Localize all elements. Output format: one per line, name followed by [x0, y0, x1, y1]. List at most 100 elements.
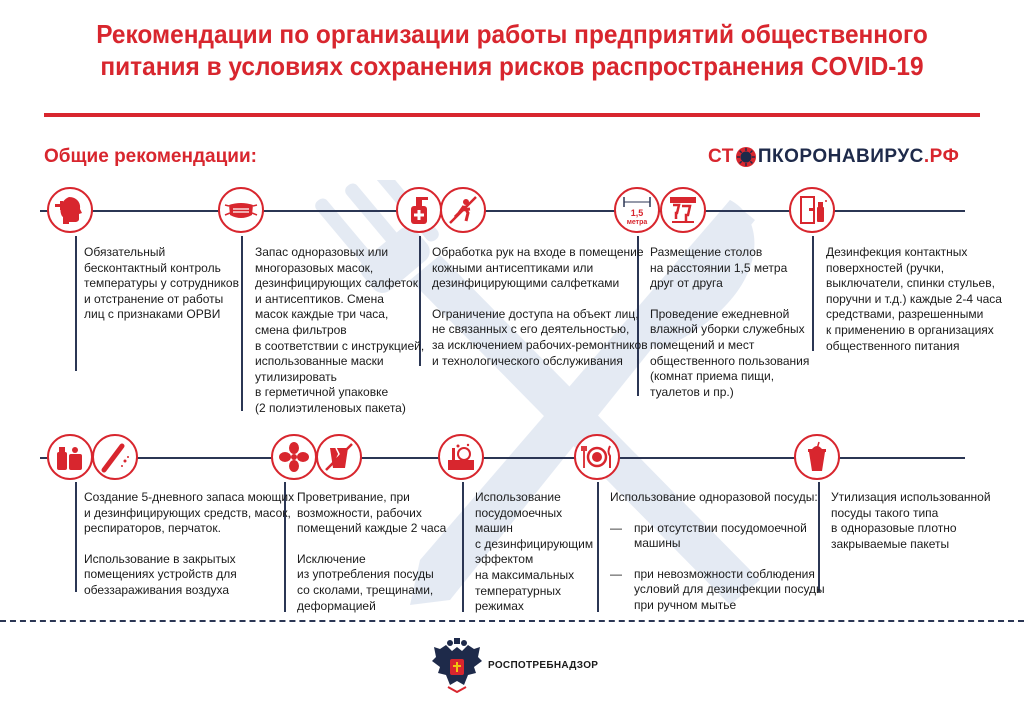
rec-ventilation: Проветривание, при возможности, рабочих … [297, 490, 446, 614]
line: при ручном мытье [634, 597, 737, 612]
paragraph: Обработка рук на входе в помещение кожны… [432, 245, 648, 292]
logo-part-3: .РФ [923, 146, 960, 167]
line: Обязательный [84, 245, 166, 259]
line: бесконтактный контроль [84, 260, 221, 275]
sanitizer-bottle-icon [396, 187, 442, 233]
line: утилизировать [255, 369, 337, 384]
paragraph: Дезинфекция контактных поверхностей (руч… [826, 245, 1002, 354]
title-underline [44, 113, 980, 117]
paragraph: Проветривание, при возможности, рабочих … [297, 490, 446, 537]
line: помещений и мест [650, 337, 755, 352]
title-line-1: Рекомендации по организации работы предп… [96, 19, 928, 49]
line: Использование [475, 490, 561, 504]
line: (комнат приема пищи, [650, 369, 775, 384]
paragraph: Размещение столов на расстоянии 1,5 метр… [650, 245, 809, 292]
connector [637, 236, 639, 396]
line: Обработка рук на входе в помещение [432, 245, 644, 259]
line: машин [475, 521, 513, 536]
no-entry-person-icon [440, 187, 486, 233]
line: дезинфицирующих салфеток [255, 276, 418, 291]
timeline-row-2 [40, 457, 965, 459]
dash-item: — при отсутствии посудомоечной машины [610, 521, 825, 552]
paragraph: Утилизация использованной посуды такого … [831, 490, 991, 552]
line: поверхностей (ручки, [826, 260, 945, 275]
connector [419, 236, 421, 366]
line: за исключением рабочих-ремонтников [432, 337, 648, 352]
line: многоразовых масок, [255, 260, 374, 275]
paragraph: Запас одноразовых или многоразовых масок… [255, 245, 424, 417]
glasses-table-icon [660, 187, 706, 233]
line: из употребления посуды [297, 567, 434, 582]
line: к применению в организациях [826, 322, 994, 337]
ventilation-fan-icon [271, 434, 317, 480]
connector [597, 482, 599, 612]
line: в соответствии с инструкцией, [255, 338, 425, 353]
uv-lamp-icon [92, 434, 138, 480]
line: посудомоечных [475, 505, 563, 520]
line: Проведение ежедневной [650, 306, 790, 321]
connector [818, 482, 820, 592]
line: поручни и т.д.) каждые 2-4 часа [826, 291, 1002, 306]
line: не связанных с его деятельностью, [432, 322, 630, 337]
line: Проветривание, при [297, 490, 410, 504]
line: деформацией [297, 598, 376, 613]
line: со сколами, трещинами, [297, 582, 434, 597]
line: условий для дезинфекции посуды [634, 582, 825, 597]
stopcoronavirus-logo[interactable]: СТ ПКОРОНАВИРУС .РФ [708, 146, 959, 168]
connector [75, 482, 77, 592]
line: обеззараживания воздуха [84, 582, 230, 597]
line: средствами, разрешенными [826, 307, 984, 322]
line: на расстоянии 1,5 метра [650, 260, 788, 275]
line: и технологического обслуживания [432, 353, 623, 368]
rec-temperature-control: Обязательный бесконтактный контроль темп… [84, 245, 239, 323]
section-title: Общие рекомендации: [44, 146, 257, 167]
dash-mark: — [610, 566, 622, 581]
line: Размещение столов [650, 245, 763, 259]
line: общественного питания [826, 338, 960, 353]
line: влажной уборки служебных [650, 322, 805, 337]
footer: РОСПОТРЕБНАДЗОР [430, 637, 598, 693]
distance-value: 1,5 [631, 208, 644, 218]
cleaning-supplies-icon [47, 434, 93, 480]
line: в одноразовые плотно [831, 521, 957, 536]
line: лиц с признаками ОРВИ [84, 307, 221, 322]
line: выключатели, спинки стульев, [826, 276, 995, 291]
line: масок каждые три часа, [255, 307, 389, 322]
rec-dishwashers: Использование посудомоечных машин с дези… [475, 490, 593, 615]
line: эффектом [475, 552, 534, 567]
line: туалетов и пр.) [650, 384, 734, 399]
face-mask-icon [218, 187, 264, 233]
line: температурных [475, 583, 561, 598]
paragraph: Использование посудомоечных машин с дези… [475, 490, 593, 615]
line: закрываемые пакеты [831, 536, 950, 551]
line: машины [634, 536, 681, 551]
logo-part-1: СТ [708, 146, 734, 167]
line: и дезинфицирующих средств, масок, [84, 505, 291, 520]
rec-masks-supply: Запас одноразовых или многоразовых масок… [255, 245, 424, 417]
line: при отсутствии посудомоечной [634, 520, 807, 535]
line: Утилизация использованной [831, 490, 991, 504]
line: посуды такого типа [831, 505, 939, 520]
line: общественного пользования [650, 353, 810, 368]
line: друг от друга [650, 276, 723, 291]
line: и антисептиков. Смена [255, 291, 384, 306]
rec-utilization: Утилизация использованной посуды такого … [831, 490, 991, 552]
rec-hand-sanitizing: Обработка рук на входе в помещение кожны… [432, 245, 648, 369]
line: с дезинфицирующим [475, 536, 594, 551]
line: и отстранение от работы [84, 291, 224, 306]
line: температуры у сотрудников [84, 276, 239, 291]
line: (2 полиэтиленовых пакета) [255, 400, 406, 415]
line: Ограничение доступа на объект лиц, [432, 306, 639, 321]
line: Создание 5-дневного запаса моющих [84, 490, 295, 504]
footer-divider [0, 620, 1024, 622]
paragraph: Использование в закрытых помещениях устр… [84, 552, 294, 599]
line: помещениях устройств для [84, 567, 237, 582]
connector [284, 482, 286, 612]
line: помещений каждые 2 часа [297, 521, 447, 536]
line: Дезинфекция контактных [826, 245, 968, 259]
line: Исключение [297, 551, 366, 566]
page-title: Рекомендации по организации работы предп… [31, 18, 994, 82]
connector [462, 482, 464, 612]
line: смена фильтров [255, 322, 347, 337]
